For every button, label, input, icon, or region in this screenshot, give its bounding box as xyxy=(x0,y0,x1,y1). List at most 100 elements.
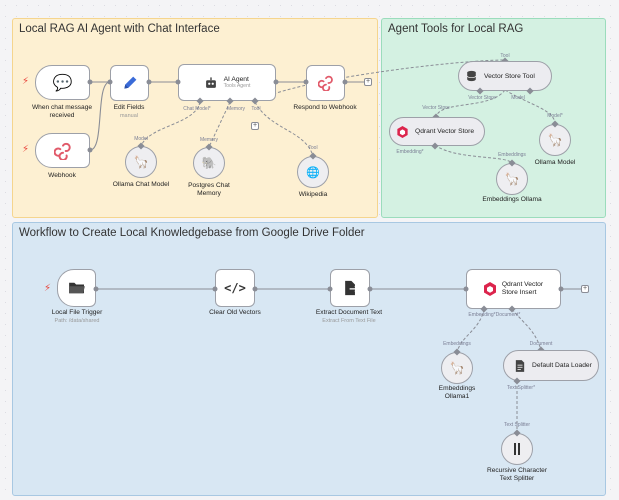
webhook-icon xyxy=(53,142,71,160)
output-port[interactable] xyxy=(146,79,152,85)
llama-icon: 🦙 xyxy=(504,172,520,186)
qdrant-insert-node[interactable]: Qdrant Vector Store Insert xyxy=(466,269,561,309)
output-port[interactable] xyxy=(367,286,373,292)
ollama-model-node[interactable]: 🦙 xyxy=(539,124,571,156)
ollama-chat-label: Ollama Chat Model xyxy=(112,181,170,188)
wikipedia-label: Wikipedia xyxy=(298,191,328,198)
trigger-bolt-icon: ⚡ xyxy=(22,76,30,87)
port-label-text-splitter2: Text Splitter xyxy=(503,422,531,428)
ai-agent-sub: Tools Agent xyxy=(223,83,251,89)
local-file-trigger-node[interactable] xyxy=(57,269,96,307)
port-label-vector-store: Vector Store xyxy=(468,95,496,101)
pencil-icon xyxy=(123,76,136,89)
llama-icon: 🦙 xyxy=(547,133,563,147)
port-label-model-tool: Model xyxy=(511,95,525,101)
extract-document-node[interactable] xyxy=(330,269,370,307)
respond-webhook-node[interactable] xyxy=(306,65,345,101)
qdrant-vector-store-node[interactable]: Qdrant Vector Store xyxy=(389,117,485,146)
output-port[interactable] xyxy=(87,147,93,153)
embeddings-ollama1-label: Embeddings Ollama1 xyxy=(438,385,476,401)
sticky-title: Workflow to Create Local Knowledgebase f… xyxy=(19,227,365,239)
vector-store-tool-title: Vector Store Tool xyxy=(484,72,535,80)
postgres-memory-node[interactable]: 🐘 xyxy=(193,147,225,179)
clear-old-vectors-node[interactable]: </> xyxy=(215,269,255,307)
output-port[interactable] xyxy=(273,79,279,85)
input-port[interactable] xyxy=(107,79,113,85)
port-label-tool: Tool xyxy=(251,106,261,112)
embeddings-ollama-node[interactable]: 🦙 xyxy=(496,163,528,195)
qdrant-vector-store-title: Qdrant Vector Store xyxy=(415,128,475,135)
ai-agent-node[interactable]: AI Agent Tools Agent xyxy=(178,64,276,101)
port-label-text-splitter: Text Splitter* xyxy=(506,385,536,391)
chat-bubbles-icon: 💬 xyxy=(52,74,73,92)
port-label-model: Model xyxy=(134,136,148,142)
port-label-tool-in: Tool xyxy=(308,145,318,151)
sticky-rag-agent[interactable]: Local RAG AI Agent with Chat Interface xyxy=(12,18,378,218)
qdrant-insert-title: Qdrant Vector Store Insert xyxy=(501,280,544,296)
extract-document-label: Extract Document Text xyxy=(315,309,383,316)
elephant-icon: 🐘 xyxy=(201,156,217,170)
chat-trigger-node[interactable]: 💬 xyxy=(35,65,90,100)
sticky-title: Agent Tools for Local RAG xyxy=(388,23,524,35)
clear-old-vectors-label: Clear Old Vectors xyxy=(209,309,261,316)
text-splitter-label: Recursive Character Text Splitter xyxy=(486,467,548,483)
add-tool-button[interactable]: + xyxy=(251,122,259,130)
port-label-embeddings: Embeddings xyxy=(498,152,526,158)
add-node-button[interactable]: + xyxy=(364,78,372,86)
webhook-node[interactable] xyxy=(35,133,90,168)
sticky-title: Local RAG AI Agent with Chat Interface xyxy=(19,23,220,35)
port-label-embedding: Embedding* xyxy=(396,149,424,155)
output-port[interactable] xyxy=(87,79,93,85)
input-port[interactable] xyxy=(327,286,333,292)
ollama-chat-node[interactable]: 🦙 xyxy=(125,146,157,178)
port-label-document: Document* xyxy=(495,312,521,318)
code-icon: </> xyxy=(224,281,246,295)
output-port[interactable] xyxy=(558,286,564,292)
port-label-model-bottom: Model* xyxy=(547,113,563,119)
embeddings-ollama-label: Embeddings Ollama xyxy=(482,196,542,203)
local-file-trigger-label: Local File Trigger xyxy=(51,309,103,316)
database-icon xyxy=(466,70,477,82)
edge-embedding-insert xyxy=(456,308,485,353)
vector-store-tool-node[interactable]: Vector Store Tool xyxy=(458,61,552,91)
port-label-embeddings2: Embeddings xyxy=(443,341,471,347)
extract-document-sub: Extract From Text File xyxy=(322,318,376,324)
llama-icon: 🦙 xyxy=(133,155,149,169)
globe-icon: 🌐 xyxy=(306,166,320,179)
postgres-memory-label: Postgres Chat Memory xyxy=(188,182,230,198)
ai-agent-title: AI Agent xyxy=(223,76,249,83)
ollama-model-label: Ollama Model xyxy=(534,159,576,166)
output-port[interactable] xyxy=(93,286,99,292)
port-label-embedding-insert: Embedding* xyxy=(468,312,496,318)
port-label-chat-model: Chat Model* xyxy=(183,106,211,112)
input-port[interactable] xyxy=(303,79,309,85)
input-port[interactable] xyxy=(175,79,181,85)
edge-webhook-to-edit xyxy=(89,81,111,151)
edit-fields-node[interactable] xyxy=(110,65,149,101)
edge-memory xyxy=(208,101,231,148)
input-port[interactable] xyxy=(212,286,218,292)
trigger-bolt-icon: ⚡ xyxy=(22,144,30,155)
port-label-vector-store-in: Vector Store xyxy=(422,105,450,111)
default-data-loader-node[interactable]: Default Data Loader xyxy=(503,350,599,381)
output-port[interactable] xyxy=(342,79,348,85)
respond-webhook-label: Respond to Webhook xyxy=(293,104,357,111)
input-port[interactable] xyxy=(463,286,469,292)
edge-tool-wiki xyxy=(254,101,314,157)
output-port[interactable] xyxy=(252,286,258,292)
edge-document-insert xyxy=(511,308,542,351)
wikipedia-node[interactable]: 🌐 xyxy=(297,156,329,188)
trigger-bolt-icon: ⚡ xyxy=(44,283,52,294)
edit-fields-sub: manual xyxy=(119,113,139,119)
text-splitter-node[interactable] xyxy=(501,433,533,465)
chat-trigger-label: When chat message received xyxy=(31,104,93,120)
qdrant-icon xyxy=(483,282,496,296)
split-icon xyxy=(514,443,520,455)
port-label-document2: Document xyxy=(529,341,553,347)
embeddings-ollama1-node[interactable]: 🦙 xyxy=(441,352,473,384)
default-data-loader-title: Default Data Loader xyxy=(532,362,592,369)
add-node-button[interactable]: + xyxy=(581,285,589,293)
qdrant-icon xyxy=(397,125,408,138)
local-file-trigger-sub: Path: /data/shared xyxy=(54,318,100,324)
webhook-icon xyxy=(317,75,333,91)
